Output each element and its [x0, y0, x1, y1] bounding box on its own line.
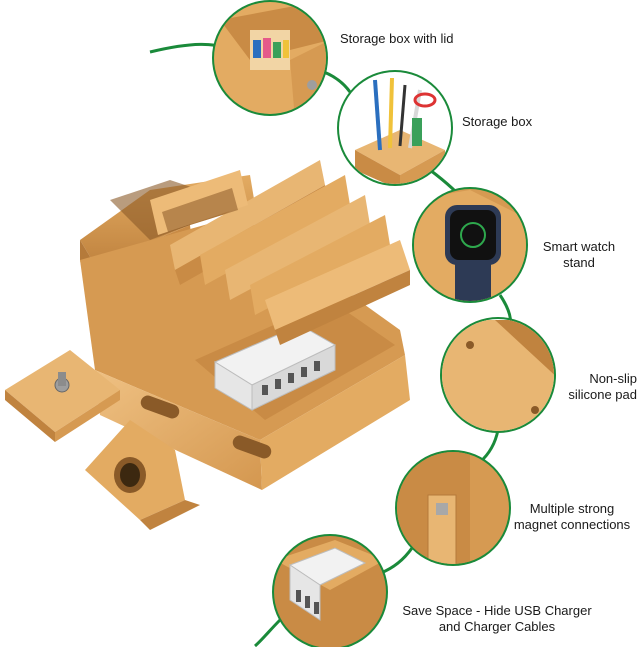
detail-non-slip-pad	[440, 317, 556, 433]
label-line: magnet connections	[513, 517, 631, 532]
label-line: and Charger Cables	[438, 619, 556, 634]
label-line: Non-slip	[589, 371, 637, 386]
label-storage-box: Storage box	[462, 114, 532, 130]
detail-save-space	[272, 534, 388, 647]
label-non-slip: Non-slip silicone pad	[540, 371, 637, 403]
detail-storage-box	[337, 70, 453, 186]
label-watch-stand: Smart watch stand	[534, 239, 624, 271]
label-save-space: Save Space - Hide USB Charger and Charge…	[392, 603, 602, 635]
label-line: silicone pad	[568, 387, 637, 402]
box-lid	[5, 350, 120, 442]
label-line: Smart watch	[542, 239, 616, 254]
label-line: stand	[563, 255, 595, 270]
detail-magnets	[395, 450, 511, 566]
detail-watch-stand	[412, 187, 528, 303]
label-lid-box: Storage box with lid	[340, 31, 453, 47]
label-line: Storage box	[462, 114, 533, 129]
connector-curve	[149, 42, 513, 647]
detail-lid-box	[212, 0, 328, 116]
watch-stand-piece	[85, 420, 200, 530]
label-line: Storage box with lid	[340, 31, 454, 46]
label-line: Multiple strong	[529, 501, 615, 516]
label-line: Save Space - Hide USB Charger	[402, 603, 592, 618]
organizer-main	[80, 160, 410, 490]
label-magnet: Multiple strong magnet connections	[508, 501, 636, 533]
usb-charger	[213, 324, 337, 411]
